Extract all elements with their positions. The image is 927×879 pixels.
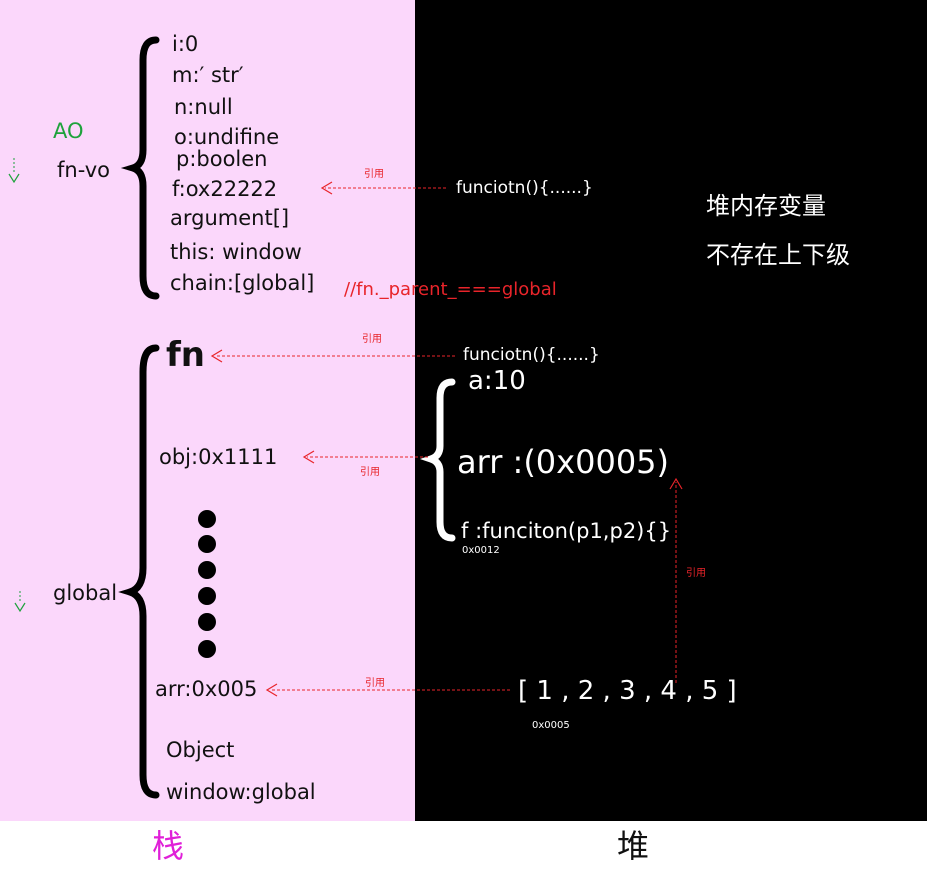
fnvo-item-p: p:boolen [176,147,268,171]
fnvo-item-i: i:0 [172,32,199,56]
heap-panel [415,0,927,821]
ref-label-arr-vertical: 引用 [686,568,706,579]
ref-label-arr: 引用 [365,678,385,689]
fnvo-item-f: f:ox22222 [172,177,278,201]
heap-note-line2: 不存在上下级 [706,241,850,269]
ellipsis-dot [198,535,216,553]
fnvo-item-o: o:undifine [174,125,280,149]
global-item-fn: fn [166,335,205,375]
fnvo-item-this: this: window [170,240,302,264]
heap-object-brace [419,378,456,542]
heap-function-2: funciotn(){......} [463,345,600,365]
fnvo-label: fn-vo [57,158,110,182]
ellipsis-dot [198,561,216,579]
heap-array: [ 1 , 2 , 3 , 4 , 5 ] [518,676,737,706]
stack-title: 栈 [152,827,185,865]
stack-panel [0,0,415,821]
fnvo-item-n: n:null [174,95,233,119]
ref-label-f: 引用 [364,169,384,180]
heap-function-1: funciotn(){......} [456,178,593,198]
heap-object-a: a:10 [468,366,526,396]
heap-object-address: 0x0012 [462,545,500,556]
heap-array-address: 0x0005 [532,720,570,731]
global-brace [118,344,160,799]
global-item-object: Object [166,738,235,762]
global-item-arr: arr:0x005 [155,677,258,701]
heap-object-f: f :funciton(p1,p2){} [461,519,672,543]
heap-note-line1: 堆内存变量 [706,192,826,220]
ellipsis-dot [198,640,216,658]
heap-title: 堆 [617,827,650,865]
global-item-window: window:global [166,780,316,804]
ellipsis-dot [198,510,216,528]
ref-label-obj: 引用 [360,467,380,478]
global-label: global [53,581,118,605]
ellipsis-dot [198,587,216,605]
parent-note: //fn._parent_===global [344,279,557,300]
fnvo-item-chain: chain:[global] [170,271,315,295]
fnvo-item-m: m:′ str′ [172,63,244,87]
fnvo-item-argument: argument[] [170,206,290,230]
ellipsis-dot [198,613,216,631]
fnvo-brace [120,36,160,300]
heap-object-arr: arr :(0x0005) [457,443,670,481]
ref-label-fn: 引用 [362,334,382,345]
ao-label: AO [53,119,84,143]
global-item-obj: obj:0x1111 [159,445,278,469]
